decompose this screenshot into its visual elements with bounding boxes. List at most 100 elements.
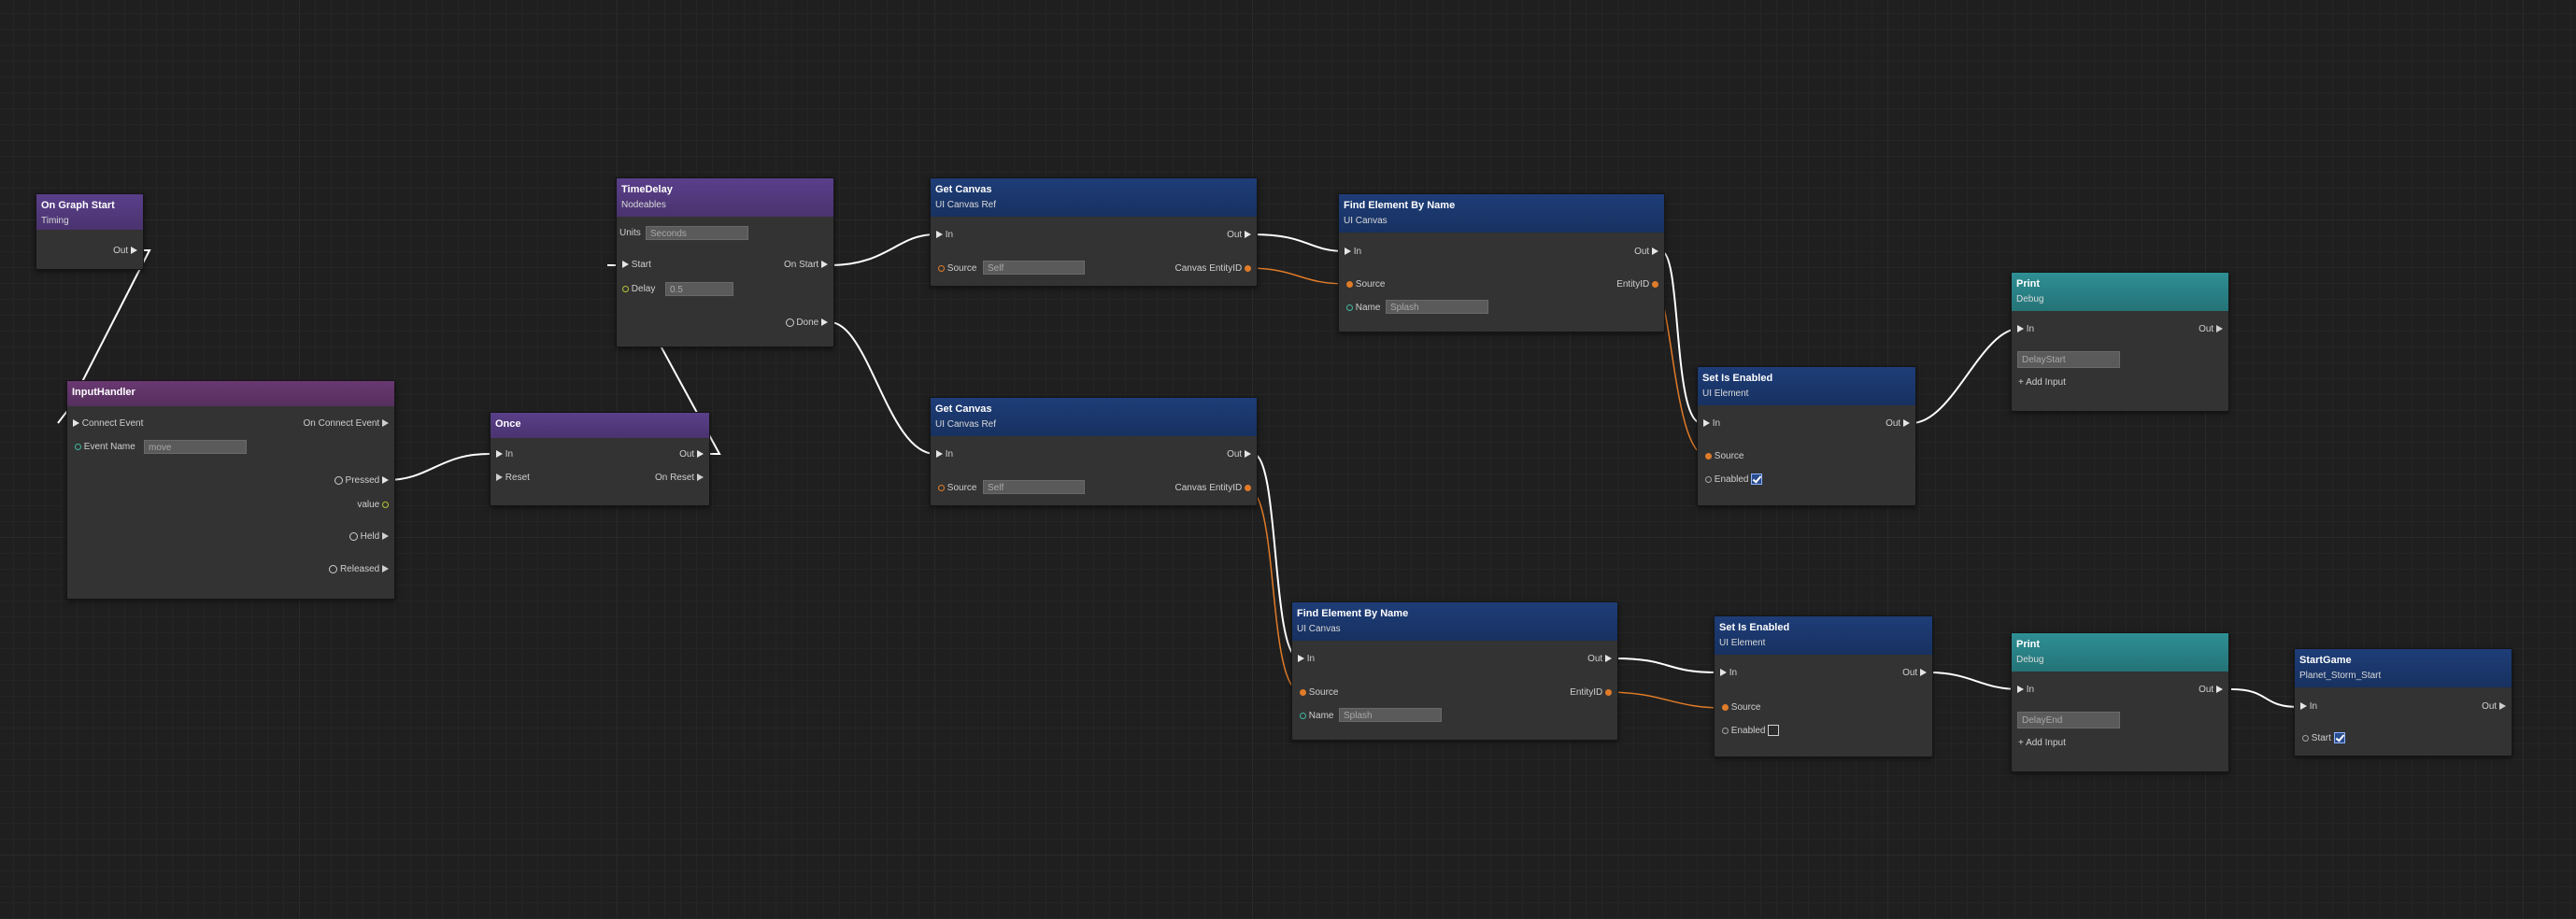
exec-pin-icon[interactable]: [697, 450, 704, 459]
add-input-button[interactable]: + Add Input: [2018, 738, 2066, 748]
pin-entity-id[interactable]: EntityID: [1570, 686, 1612, 700]
pin-canvas-entity[interactable]: Canvas EntityID: [1175, 262, 1251, 276]
data-pin-icon[interactable]: [382, 501, 389, 508]
add-input-button[interactable]: + Add Input: [2018, 377, 2066, 388]
data-pin-icon[interactable]: [75, 443, 81, 450]
data-pin-icon[interactable]: [1245, 484, 1251, 491]
pin-source[interactable]: Source: [1705, 450, 1743, 463]
pin-in[interactable]: In: [2017, 684, 2034, 697]
node-print-2[interactable]: Print Debug In Out DelayEnd + Add Input: [2011, 632, 2229, 772]
exec-pin-icon[interactable]: [697, 474, 704, 482]
pin-in[interactable]: In: [2300, 700, 2317, 714]
enabled-checkbox[interactable]: [1751, 474, 1763, 486]
exec-pin-icon[interactable]: [1245, 231, 1251, 239]
exec-pin-icon[interactable]: [2300, 702, 2307, 711]
exec-pin-icon[interactable]: [496, 450, 503, 459]
pin-out[interactable]: Out: [679, 448, 704, 461]
exec-pin-icon[interactable]: [2499, 702, 2506, 711]
pin-reset[interactable]: Reset: [496, 472, 530, 485]
pin-out[interactable]: Out: [2482, 700, 2506, 714]
delay-field[interactable]: 0.5: [665, 282, 733, 296]
node-start-game[interactable]: StartGame Planet_Storm_Start In Out Star…: [2294, 648, 2512, 756]
data-pin-icon[interactable]: [1722, 727, 1729, 734]
node-time-delay[interactable]: TimeDelay Nodeables Units Seconds Start …: [616, 177, 834, 347]
pin-name[interactable]: Name: [1300, 710, 1333, 723]
data-pin-icon[interactable]: [1346, 280, 1353, 288]
exec-pin-icon[interactable]: [1703, 419, 1710, 428]
pin-on-reset[interactable]: On Reset: [655, 472, 704, 485]
node-header[interactable]: Set Is Enabled UI Element: [1715, 616, 1932, 655]
pin-out[interactable]: Out: [1634, 246, 1658, 259]
node-print-1[interactable]: Print Debug In Out DelayStart + Add Inpu…: [2011, 272, 2229, 412]
node-header[interactable]: TimeDelay Nodeables: [617, 178, 833, 217]
pin-connect-event[interactable]: Connect Event: [73, 417, 143, 431]
name-field[interactable]: Splash: [1339, 708, 1442, 722]
node-header[interactable]: Get Canvas UI Canvas Ref: [931, 178, 1257, 217]
pin-start[interactable]: Start: [622, 259, 651, 272]
exec-pin-icon[interactable]: [1720, 669, 1727, 677]
exec-pin-icon[interactable]: [622, 261, 629, 269]
start-checkbox[interactable]: [2333, 732, 2345, 744]
pin-name[interactable]: Name: [1346, 302, 1380, 315]
pin-out[interactable]: Out: [2199, 323, 2223, 336]
exec-pin-icon[interactable]: [821, 318, 828, 327]
data-pin-icon[interactable]: [1300, 688, 1306, 696]
node-header[interactable]: Set Is Enabled UI Element: [1698, 367, 1915, 405]
node-on-graph-start[interactable]: On Graph Start Timing Out: [36, 193, 144, 270]
exec-pin-icon[interactable]: [382, 532, 389, 541]
exec-pin-icon[interactable]: [936, 450, 943, 459]
exec-pin-icon[interactable]: [382, 476, 389, 485]
pin-value[interactable]: value: [357, 499, 389, 512]
pin-event-name[interactable]: Event Name: [75, 441, 135, 454]
data-pin-icon[interactable]: [1705, 452, 1712, 460]
pin-delay[interactable]: Delay: [622, 283, 655, 296]
node-once[interactable]: Once In Out Reset On Reset: [490, 412, 710, 506]
pin-in[interactable]: In: [2017, 323, 2034, 336]
exec-pin-icon[interactable]: [73, 419, 79, 428]
enabled-checkbox[interactable]: [1768, 725, 1780, 737]
data-pin-icon[interactable]: [1300, 712, 1306, 719]
data-pin-icon[interactable]: [1605, 688, 1612, 696]
source-field[interactable]: Self: [983, 480, 1085, 494]
node-find-element-2[interactable]: Find Element By Name UI Canvas In Out So…: [1291, 601, 1618, 741]
node-header[interactable]: Find Element By Name UI Canvas: [1339, 194, 1664, 233]
pin-pressed[interactable]: Pressed: [334, 474, 389, 488]
pin-out[interactable]: Out: [1902, 667, 1927, 680]
source-field[interactable]: Self: [983, 261, 1085, 275]
node-get-canvas-2[interactable]: Get Canvas UI Canvas Ref In Out Source S…: [930, 397, 1258, 506]
exec-pin-icon[interactable]: [1298, 655, 1304, 663]
name-field[interactable]: Splash: [1386, 300, 1488, 314]
node-header[interactable]: Find Element By Name UI Canvas: [1292, 602, 1617, 641]
node-header[interactable]: Print Debug: [2012, 273, 2228, 311]
node-set-is-enabled-1[interactable]: Set Is Enabled UI Element In Out Source …: [1697, 366, 1916, 506]
data-pin-icon[interactable]: [938, 484, 945, 491]
node-header[interactable]: Once: [491, 413, 709, 438]
pin-entity-id[interactable]: EntityID: [1616, 278, 1658, 291]
pin-in[interactable]: In: [1345, 246, 1361, 259]
exec-pin-icon[interactable]: [1920, 669, 1927, 677]
node-header[interactable]: On Graph Start Timing: [36, 194, 143, 230]
pin-done[interactable]: Done: [785, 317, 828, 330]
pin-source[interactable]: Source: [1346, 278, 1385, 291]
exec-pin-icon[interactable]: [1903, 419, 1910, 428]
pin-in[interactable]: In: [1298, 653, 1315, 666]
pin-released[interactable]: Released: [329, 563, 389, 576]
exec-pin-icon[interactable]: [382, 565, 389, 573]
pin-in[interactable]: In: [496, 448, 513, 461]
data-pin-icon[interactable]: [1722, 703, 1729, 711]
pin-out[interactable]: Out: [113, 245, 137, 258]
exec-pin-icon[interactable]: [1245, 450, 1251, 459]
pin-held[interactable]: Held: [349, 530, 389, 544]
pin-enabled[interactable]: Enabled: [1722, 725, 1780, 738]
exec-pin-icon[interactable]: [1605, 655, 1612, 663]
data-pin-icon[interactable]: [1705, 475, 1712, 483]
node-header[interactable]: Print Debug: [2012, 633, 2228, 672]
pin-in[interactable]: In: [936, 229, 953, 242]
pin-canvas-entity[interactable]: Canvas EntityID: [1175, 482, 1251, 495]
exec-pin-icon[interactable]: [2017, 325, 2024, 333]
units-dropdown[interactable]: Seconds: [646, 226, 748, 240]
node-get-canvas-1[interactable]: Get Canvas UI Canvas Ref In Out Source S…: [930, 177, 1258, 287]
pin-in[interactable]: In: [1703, 417, 1720, 431]
pin-source[interactable]: Source: [1300, 686, 1338, 700]
pin-out[interactable]: Out: [1587, 653, 1612, 666]
